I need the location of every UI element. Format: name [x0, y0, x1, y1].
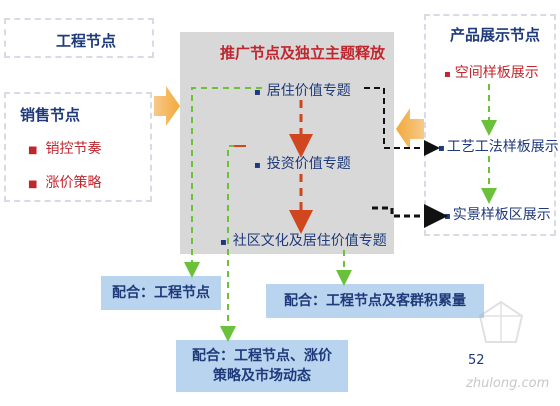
left-orange-arrow-icon	[154, 86, 180, 126]
promotion-panel	[180, 32, 394, 254]
watermark-text: zhulong.com	[466, 376, 550, 391]
promotion-panel-title: 推广节点及独立主题释放	[220, 44, 386, 62]
bullet-icon: ▪	[220, 237, 227, 248]
bullet-icon: ▪	[254, 160, 261, 171]
bullet-icon: ▪	[444, 69, 451, 80]
step-investment-value: ▪投资价值专题	[254, 156, 351, 172]
bullet-icon: ▪	[254, 87, 261, 98]
step2-to-coordination-box3-line	[220, 145, 246, 342]
watermark-logo-icon	[478, 300, 524, 346]
page-number: 52	[468, 353, 485, 368]
right-orange-arrow-icon	[396, 108, 424, 150]
coordination-engineering-box: 配合：工程节点	[101, 276, 221, 310]
step1-to-craft-line	[364, 87, 440, 156]
bullet-icon: ■	[28, 145, 38, 156]
sales-node-box: 销售节点 ■销控节奏 ■涨价策略	[4, 92, 152, 202]
product-display-title: 产品展示节点	[450, 26, 541, 44]
coordination-price-market-box: 配合：工程节点、涨价 策略及市场动态	[176, 340, 348, 392]
product-item-craft-sample: ▪工艺工法样板展示	[438, 139, 559, 155]
sales-node-title: 销售节点	[20, 106, 81, 124]
bullet-icon: ▪	[438, 143, 445, 154]
product-item-space-sample: ▪空间样板展示	[444, 65, 539, 81]
step3-to-realscene-line	[372, 204, 448, 228]
sales-item-price-strategy: ■涨价策略	[28, 175, 102, 191]
step-community-culture: ▪社区文化及居住价值专题	[220, 233, 387, 249]
coordination-engineering-customer-box: 配合：工程节点及客群积累量	[266, 284, 484, 318]
engineering-node-title: 工程节点	[56, 32, 117, 50]
engineering-node-box: 工程节点	[4, 18, 154, 58]
step1-to-coordination-box1-line	[184, 87, 262, 278]
bullet-icon: ■	[28, 179, 38, 190]
sales-item-sales-control: ■销控节奏	[28, 141, 102, 157]
step-residential-value: ▪居住价值专题	[254, 83, 351, 99]
